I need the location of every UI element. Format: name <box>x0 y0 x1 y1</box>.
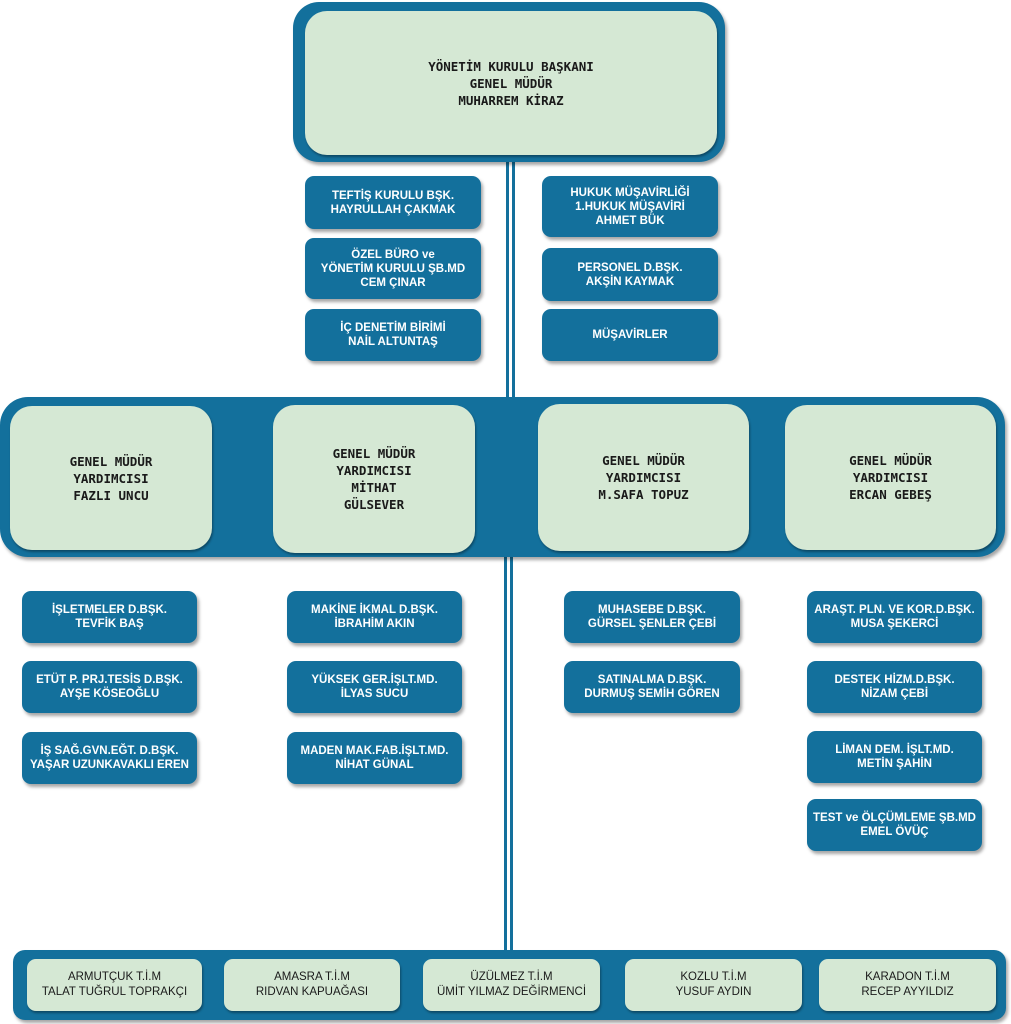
deputy-name: GÜLSEVER <box>343 497 405 512</box>
connector-line <box>504 555 507 953</box>
dept-head: YAŞAR UZUNKAVAKLI EREN <box>30 759 189 771</box>
chairman-name: MUHARREM KİRAZ <box>458 92 564 108</box>
unit-head: RIDVAN KAPUAĞASI <box>255 986 369 998</box>
dept-title: İŞLETMELER D.BŞK. <box>51 604 167 616</box>
dept-box[interactable]: İŞ SAĞ.GVN.EĞT. D.BŞK. YAŞAR UZUNKAVAKLI… <box>22 732 197 784</box>
dept-head: TEVFİK BAŞ <box>75 618 144 630</box>
dept-head: NİZAM ÇEBİ <box>860 688 929 700</box>
deputy-name: M.SAFA TOPUZ <box>598 487 689 502</box>
dept-title: MAKİNE İKMAL D.BŞK. <box>311 604 438 616</box>
unit-head: NAİL ALTUNTAŞ <box>348 336 438 348</box>
dept-box[interactable]: MAKİNE İKMAL D.BŞK. İBRAHİM AKIN <box>287 591 462 643</box>
unit-box[interactable]: ARMUTÇUK T.İ.M TALAT TUĞRUL TOPRAKÇI <box>27 959 202 1011</box>
unit-box[interactable]: AMASRA T.İ.M RIDVAN KAPUAĞASI <box>224 959 400 1011</box>
deputy-title: YARDIMCISI <box>73 470 149 486</box>
chairman-box[interactable]: YÖNETİM KURULU BAŞKANI GENEL MÜDÜR MUHAR… <box>305 11 717 155</box>
units-frame: ARMUTÇUK T.İ.M TALAT TUĞRUL TOPRAKÇI AMA… <box>13 950 1006 1020</box>
dept-head: MUSA ŞEKERCİ <box>850 618 939 630</box>
unit-title: KARADON T.İ.M <box>865 971 950 983</box>
dept-head: İLYAS SUCU <box>340 688 409 700</box>
dept-head: İBRAHİM AKIN <box>334 618 415 630</box>
deputy-box[interactable]: GENEL MÜDÜR YARDIMCISI M.SAFA TOPUZ <box>538 404 749 551</box>
dept-title: SATINALMA D.BŞK. <box>597 674 707 686</box>
deputy-title: YARDIMCISI <box>852 470 929 485</box>
unit-head: ÜMİT YILMAZ DEĞİRMENCİ <box>436 986 587 998</box>
dept-title: İŞ SAĞ.GVN.EĞT. D.BŞK. <box>40 745 179 757</box>
deputy-title: YARDIMCISI <box>605 470 682 485</box>
unit-box[interactable]: ÜZÜLMEZ T.İ.M ÜMİT YILMAZ DEĞİRMENCİ <box>423 959 600 1011</box>
deputy-box[interactable]: GENEL MÜDÜR YARDIMCISI FAZLI UNCU <box>10 406 212 550</box>
dept-head: NİHAT GÜNAL <box>335 759 414 771</box>
unit-title: PERSONEL D.BŞK. <box>577 261 683 274</box>
deputy-name: MİTHAT <box>351 480 397 495</box>
dept-title: ARAŞT. PLN. VE KOR.D.BŞK. <box>814 604 975 616</box>
unit-title: ÖZEL BÜRO ve <box>351 248 435 261</box>
dept-box[interactable]: İŞLETMELER D.BŞK. TEVFİK BAŞ <box>22 591 197 643</box>
connector-line <box>510 555 513 953</box>
dept-box[interactable]: MADEN MAK.FAB.İŞLT.MD. NİHAT GÜNAL <box>287 732 462 784</box>
deputy-box[interactable]: GENEL MÜDÜR YARDIMCISI MİTHAT GÜLSEVER <box>273 405 475 553</box>
dept-title: ETÜT P. PRJ.TESİS D.BŞK. <box>36 674 183 686</box>
dept-box[interactable]: LİMAN DEM. İŞLT.MD. METİN ŞAHİN <box>807 731 982 783</box>
deputy-title: YARDIMCISI <box>336 463 412 478</box>
unit-head: RECEP AYYILDIZ <box>861 986 954 998</box>
unit-title: ÜZÜLMEZ T.İ.M <box>470 971 553 983</box>
staff-box-hukuk[interactable]: HUKUK MÜŞAVİRLİĞİ 1.HUKUK MÜŞAVİRİ AHMET… <box>542 176 718 237</box>
dept-box[interactable]: TEST ve ÖLÇÜMLEME ŞB.MD EMEL ÖVÜÇ <box>807 799 982 851</box>
deputies-frame: GENEL MÜDÜR YARDIMCISI FAZLI UNCU GENEL … <box>0 397 1005 557</box>
unit-title: MÜŞAVİRLER <box>592 329 668 341</box>
dept-head: AYŞE KÖSEOĞLU <box>59 688 160 700</box>
unit-title: HUKUK MÜŞAVİRLİĞİ <box>570 186 690 199</box>
chairman-title-line: YÖNETİM KURULU BAŞKANI <box>428 58 594 74</box>
dept-box[interactable]: YÜKSEK GER.İŞLT.MD. İLYAS SUCU <box>287 661 462 713</box>
staff-box-ic-denetim[interactable]: İÇ DENETİM BİRİMİ NAİL ALTUNTAŞ <box>305 309 481 361</box>
dept-head: GÜRSEL ŞENLER ÇEBİ <box>587 618 717 630</box>
unit-title: TEFTİŞ KURULU BŞK. <box>331 189 455 202</box>
dept-head: METİN ŞAHİN <box>857 758 932 770</box>
unit-title: İÇ DENETİM BİRİMİ <box>340 322 446 334</box>
unit-head: TALAT TUĞRUL TOPRAKÇI <box>41 986 188 998</box>
chairman-title-line: GENEL MÜDÜR <box>469 75 553 91</box>
unit-head: YUSUF AYDIN <box>675 986 752 998</box>
deputy-box[interactable]: GENEL MÜDÜR YARDIMCISI ERCAN GEBEŞ <box>785 405 996 550</box>
deputy-title: GENEL MÜDÜR <box>849 453 932 468</box>
connector-line <box>512 160 515 400</box>
dept-head: EMEL ÖVÜÇ <box>860 826 929 838</box>
dept-box[interactable]: ARAŞT. PLN. VE KOR.D.BŞK. MUSA ŞEKERCİ <box>807 591 982 643</box>
deputy-title: GENEL MÜDÜR <box>332 446 416 461</box>
dept-box[interactable]: DESTEK HİZM.D.BŞK. NİZAM ÇEBİ <box>807 661 982 713</box>
dept-title: TEST ve ÖLÇÜMLEME ŞB.MD <box>813 812 976 824</box>
unit-title: ARMUTÇUK T.İ.M <box>67 971 162 983</box>
deputy-title: GENEL MÜDÜR <box>602 453 685 468</box>
dept-title: LİMAN DEM. İŞLT.MD. <box>835 744 954 756</box>
deputy-name: ERCAN GEBEŞ <box>849 487 932 502</box>
dept-title: YÜKSEK GER.İŞLT.MD. <box>311 674 438 686</box>
connector-line <box>506 160 509 400</box>
unit-title: KOZLU T.İ.M <box>680 971 747 983</box>
unit-box[interactable]: KARADON T.İ.M RECEP AYYILDIZ <box>819 959 996 1011</box>
staff-box-teftis[interactable]: TEFTİŞ KURULU BŞK. HAYRULLAH ÇAKMAK <box>305 176 481 229</box>
dept-box[interactable]: ETÜT P. PRJ.TESİS D.BŞK. AYŞE KÖSEOĞLU <box>22 661 197 713</box>
unit-title: AMASRA T.İ.M <box>274 971 350 983</box>
unit-title: 1.HUKUK MÜŞAVİRİ <box>575 200 685 213</box>
dept-title: MADEN MAK.FAB.İŞLT.MD. <box>300 745 449 757</box>
dept-box[interactable]: MUHASEBE D.BŞK. GÜRSEL ŞENLER ÇEBİ <box>564 591 740 643</box>
unit-box[interactable]: KOZLU T.İ.M YUSUF AYDIN <box>625 959 802 1011</box>
staff-box-musavirler[interactable]: MÜŞAVİRLER <box>542 309 718 361</box>
dept-title: DESTEK HİZM.D.BŞK. <box>834 674 955 686</box>
unit-head: CEM ÇINAR <box>360 276 426 289</box>
unit-head: AKŞİN KAYMAK <box>585 275 675 288</box>
dept-head: DURMUŞ SEMİH GÖREN <box>584 688 720 700</box>
unit-head: AHMET BÜK <box>595 214 665 227</box>
deputy-name: FAZLI UNCU <box>73 487 149 503</box>
unit-head: HAYRULLAH ÇAKMAK <box>330 203 456 216</box>
staff-box-personel[interactable]: PERSONEL D.BŞK. AKŞİN KAYMAK <box>542 248 718 301</box>
dept-box[interactable]: SATINALMA D.BŞK. DURMUŞ SEMİH GÖREN <box>564 661 740 713</box>
staff-box-ozel-buro[interactable]: ÖZEL BÜRO ve YÖNETİM KURULU ŞB.MD CEM ÇI… <box>305 238 481 299</box>
chairman-frame: YÖNETİM KURULU BAŞKANI GENEL MÜDÜR MUHAR… <box>293 2 725 162</box>
unit-title: YÖNETİM KURULU ŞB.MD <box>320 262 466 275</box>
dept-title: MUHASEBE D.BŞK. <box>598 604 706 616</box>
deputy-title: GENEL MÜDÜR <box>69 453 153 469</box>
